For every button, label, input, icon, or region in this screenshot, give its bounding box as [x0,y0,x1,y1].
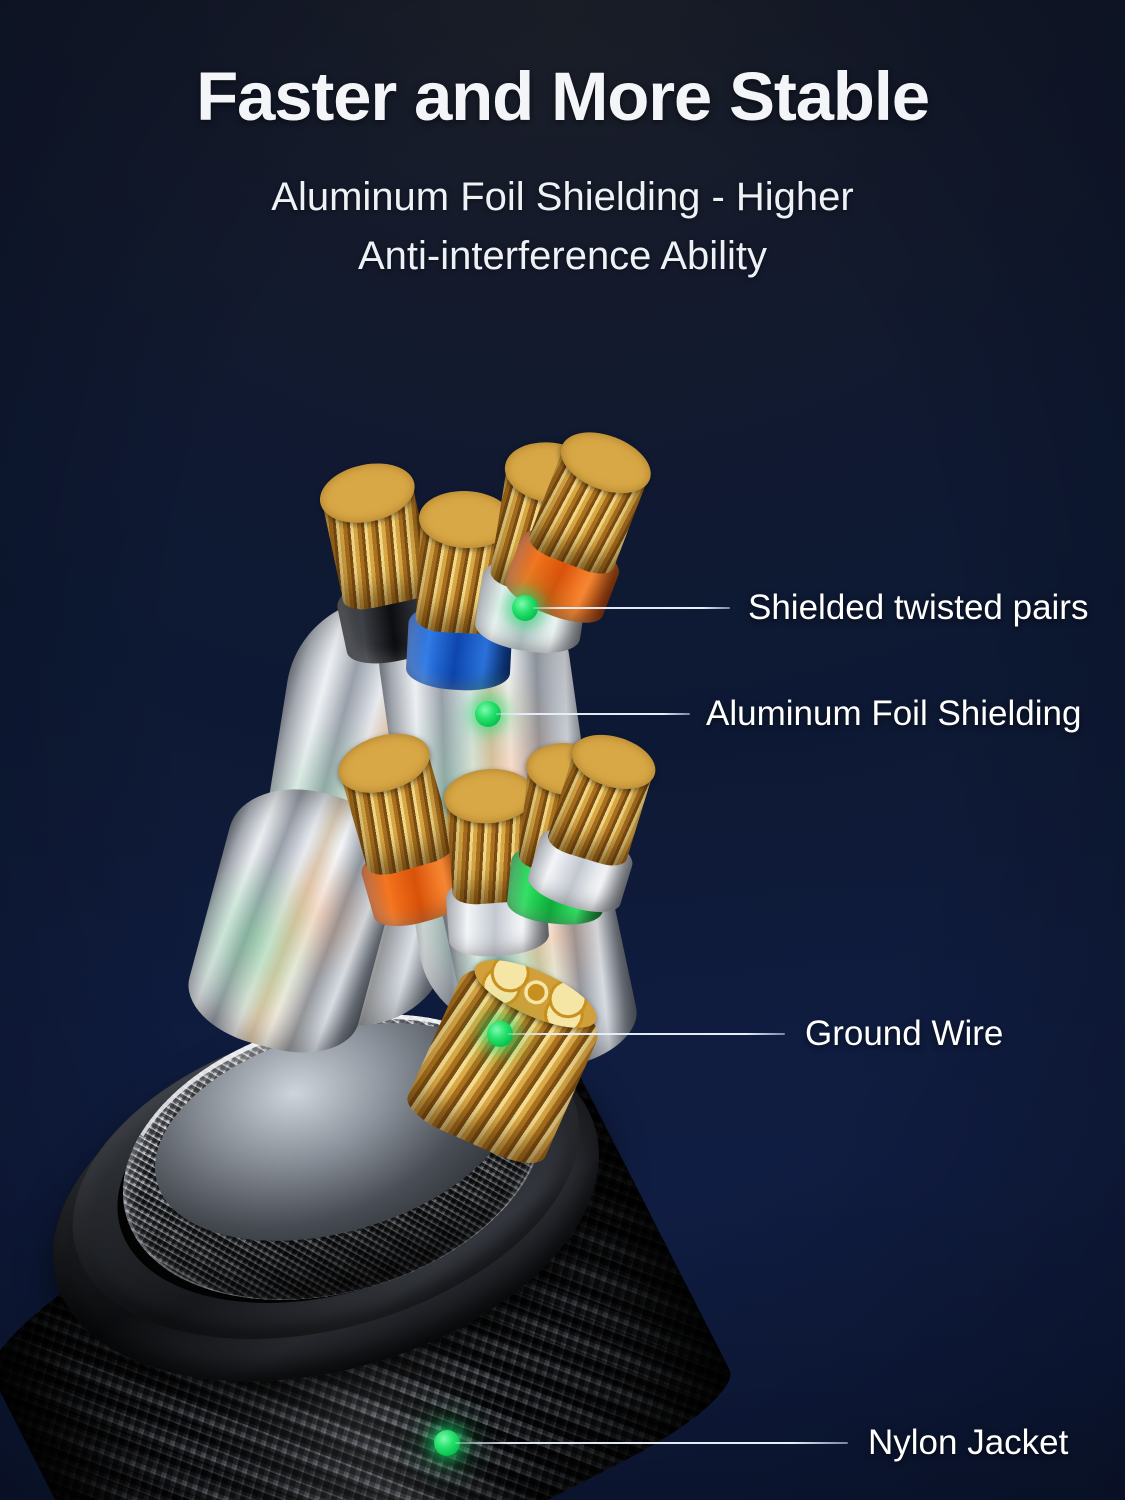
page-title: Faster and More Stable [196,58,930,135]
page-subtitle-line-2: Anti-interference Ability [357,234,768,279]
page-subtitle: Aluminum Foil Shielding - Higher Anti-in… [0,168,1125,286]
callout-label-aluminum-foil-shielding: Aluminum Foil Shielding [706,694,1082,733]
leader-line-shielded-twisted-pairs [533,607,730,609]
leader-line-aluminum-foil-shielding [496,713,690,715]
callout-label-nylon-jacket: Nylon Jacket [868,1423,1069,1462]
leader-line-nylon-jacket [455,1442,848,1444]
leader-line-ground-wire [508,1033,785,1035]
callout-label-shielded-twisted-pairs: Shielded twisted pairs [748,588,1089,627]
page-subtitle-line-1: Aluminum Foil Shielding - Higher [271,175,854,219]
callout-label-ground-wire: Ground Wire [805,1014,1004,1053]
